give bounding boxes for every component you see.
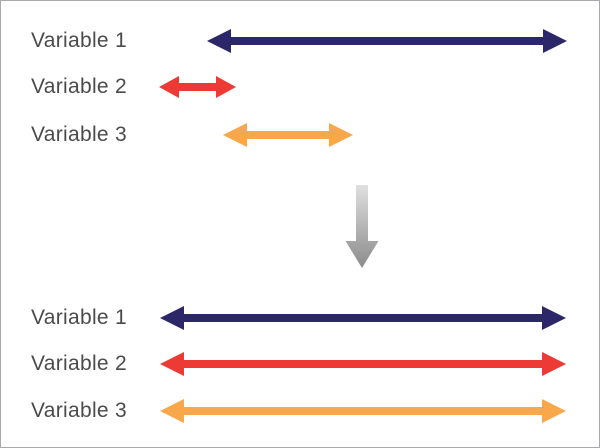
variable1-range-arrow-after [160, 306, 566, 330]
variable3-range-arrow-before [223, 123, 353, 147]
variable3-label-after: Variable 3 [31, 399, 128, 422]
variable1-label-before: Variable 1 [31, 29, 128, 52]
variable2-range-arrow-before [159, 76, 236, 98]
variable1-label-after: Variable 1 [31, 306, 128, 329]
variable2-range-arrow-after [160, 352, 566, 376]
transform-down-arrow-icon [345, 185, 379, 268]
variable3-label-before: Variable 3 [31, 123, 128, 146]
variable3-range-arrow-after [160, 399, 566, 423]
variable2-label-after: Variable 2 [31, 352, 128, 375]
variable1-range-arrow-before [207, 29, 567, 53]
variable2-label-before: Variable 2 [31, 75, 128, 98]
